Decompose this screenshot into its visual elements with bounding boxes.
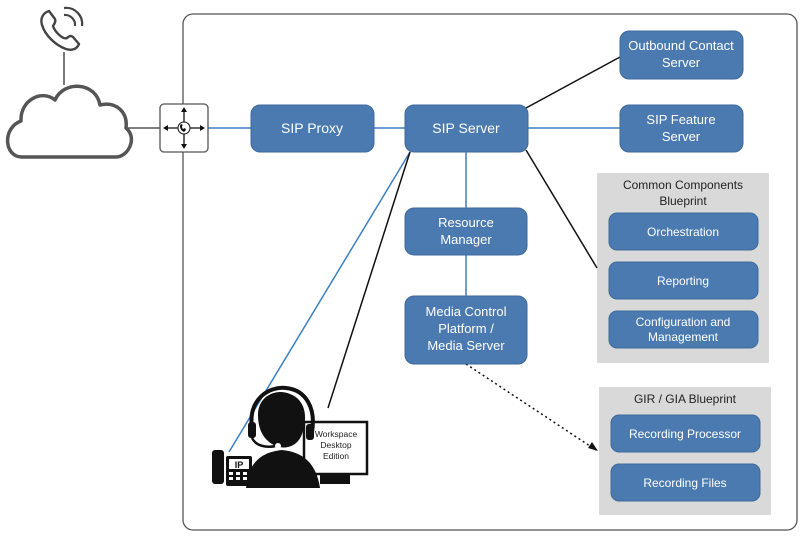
recording-processor-node[interactable]: Recording Processor: [610, 414, 761, 453]
monitor-icon: Workspace Desktop Edition: [302, 420, 369, 484]
system-boundary: [182, 13, 798, 531]
connector-sipserver-ipphone: [228, 151, 411, 453]
outbound-contact-server-node[interactable]: Outbound Contact Server: [619, 30, 744, 80]
configuration-management-node[interactable]: Configuration and Management: [608, 310, 759, 349]
media-server-node[interactable]: Media Control Platform / Media Server: [404, 295, 528, 365]
ip-phone-icon: IP: [212, 450, 252, 486]
sip-proxy-label: SIP Proxy: [281, 120, 343, 136]
sip-server-node[interactable]: SIP Server: [404, 104, 529, 153]
connector-media-gir: [465, 363, 597, 451]
sip-feature-server-node[interactable]: SIP Feature Server: [619, 104, 744, 153]
orchestration-label: Orchestration: [647, 225, 719, 239]
recording-files-node[interactable]: Recording Files: [610, 463, 761, 502]
sip-server-label: SIP Server: [432, 120, 500, 136]
media-server-label-line-2: Platform /: [438, 321, 494, 336]
common-components-title-line-1: Common Components: [623, 178, 743, 192]
configuration-management-label-line-1: Configuration and: [636, 315, 731, 329]
common-components-title-line-2: Blueprint: [659, 194, 707, 208]
ip-phone-label: IP: [235, 460, 244, 470]
cloud-icon: [5, 84, 134, 159]
resource-manager-node[interactable]: Resource Manager: [404, 207, 528, 256]
gateway-router-icon: [159, 103, 209, 153]
reporting-label: Reporting: [657, 274, 709, 288]
configuration-management-label-line-2: Management: [648, 330, 719, 344]
connector-sipserver-outbound: [525, 56, 621, 109]
resource-manager-label-line-1: Resource: [438, 215, 494, 230]
orchestration-node[interactable]: Orchestration: [608, 212, 759, 251]
connector-sipserver-agent: [327, 151, 411, 409]
monitor-label-line-3: Edition: [323, 451, 349, 461]
agent-headset-icon: [246, 385, 320, 488]
recording-files-label: Recording Files: [643, 476, 726, 490]
sip-proxy-node[interactable]: SIP Proxy: [250, 104, 375, 153]
sip-feature-server-label-line-2: Server: [662, 129, 701, 144]
outbound-contact-server-label-line-2: Server: [662, 55, 701, 70]
connections: [63, 52, 621, 453]
phone-handset-icon: [40, 6, 84, 51]
media-server-label-line-3: Media Server: [427, 338, 505, 353]
resource-manager-label-line-2: Manager: [440, 232, 492, 247]
sip-feature-server-label-line-1: SIP Feature: [646, 112, 715, 127]
monitor-label-line-2: Desktop: [320, 440, 351, 450]
outbound-contact-server-label-line-1: Outbound Contact: [628, 38, 734, 53]
recording-processor-label: Recording Processor: [629, 427, 741, 441]
reporting-node[interactable]: Reporting: [608, 261, 759, 300]
connector-sipserver-commoncomponents: [525, 149, 598, 269]
media-server-label-line-1: Media Control: [426, 304, 507, 319]
gir-gia-title: GIR / GIA Blueprint: [634, 392, 737, 406]
monitor-label-line-1: Workspace: [315, 429, 358, 439]
arrowhead-icon: [588, 442, 598, 451]
